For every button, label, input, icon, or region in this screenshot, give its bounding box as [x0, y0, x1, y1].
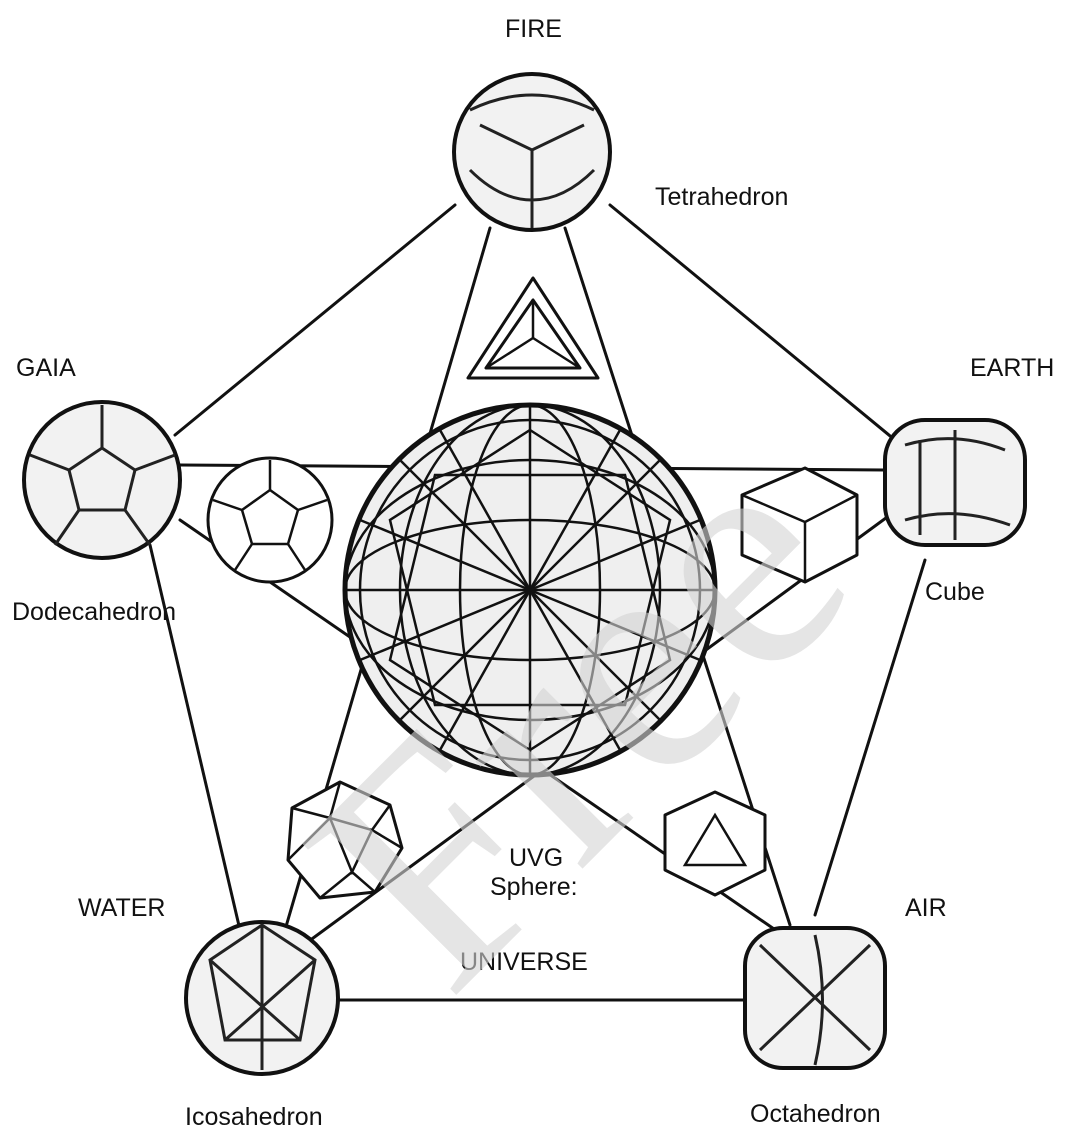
label-earth: EARTH [970, 354, 1054, 382]
air-orb [745, 928, 885, 1068]
label-icosahedron: Icosahedron [185, 1103, 323, 1131]
label-air: AIR [905, 894, 947, 922]
dodecahedron-wireframe [208, 458, 332, 582]
water-orb [186, 922, 338, 1074]
label-tetrahedron: Tetrahedron [655, 183, 788, 211]
label-gaia: GAIA [16, 354, 76, 382]
earth-orb [885, 420, 1025, 545]
label-cube: Cube [925, 578, 985, 606]
fire-orb [454, 74, 610, 230]
label-dodecahedron: Dodecahedron [12, 598, 176, 626]
label-fire: FIRE [505, 15, 562, 43]
tetrahedron-wireframe [468, 278, 598, 378]
gaia-orb [24, 402, 180, 558]
label-octahedron: Octahedron [750, 1100, 881, 1128]
label-water: WATER [78, 894, 166, 922]
